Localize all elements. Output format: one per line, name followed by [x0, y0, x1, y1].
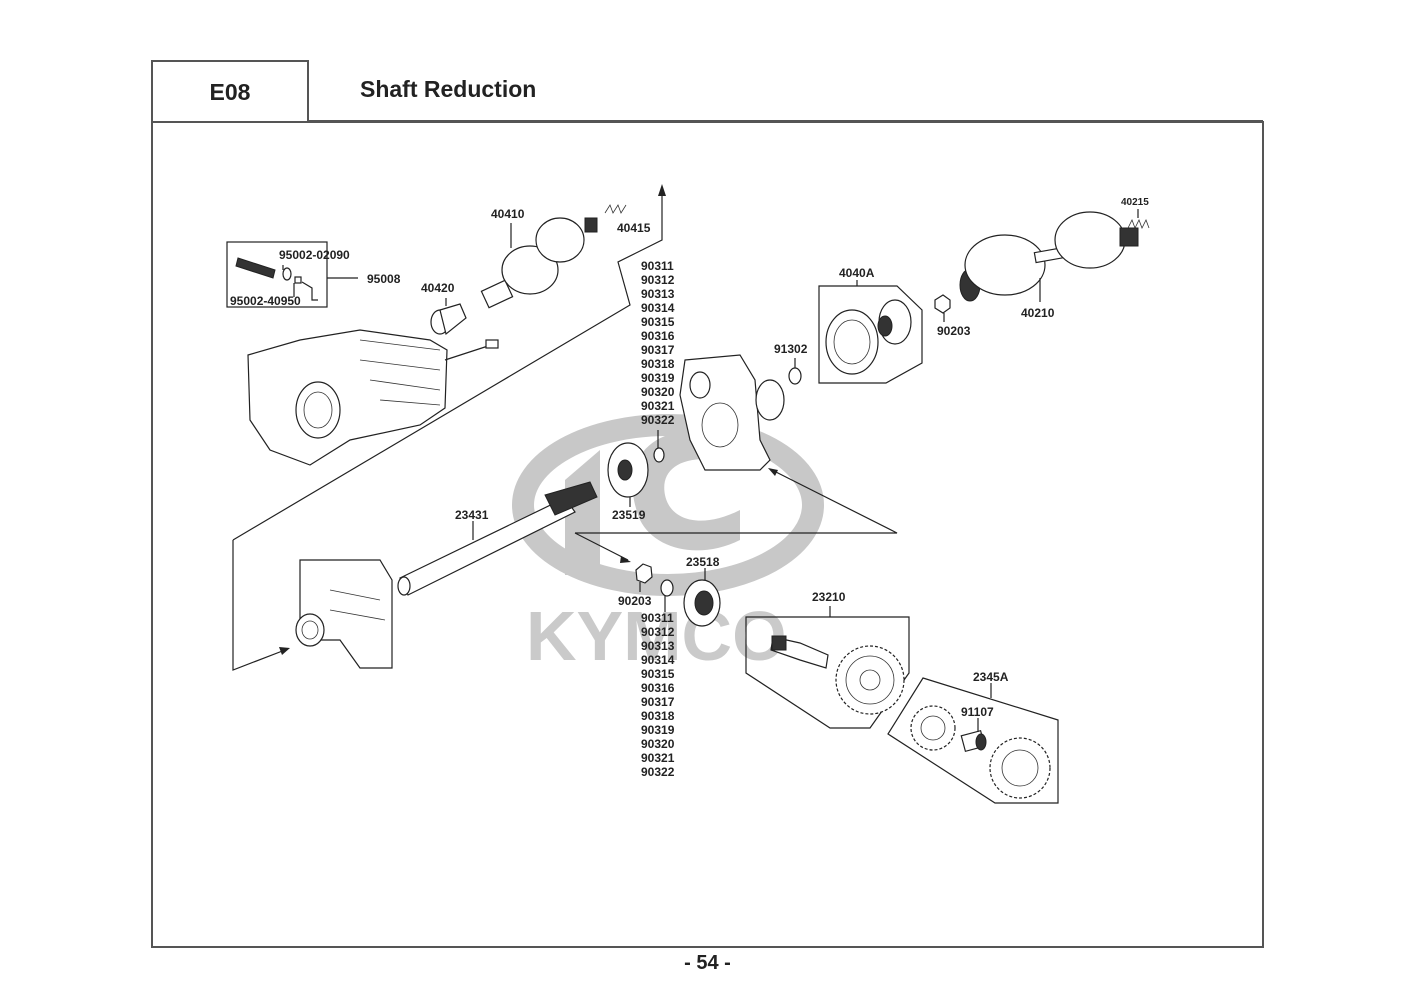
callout-95008: 95008 — [367, 272, 401, 286]
callout-91107: 91107 — [961, 705, 994, 719]
part-23518 — [683, 568, 721, 627]
callout-90203-lower: 90203 — [618, 594, 652, 608]
part-90203-lower — [635, 563, 653, 592]
reference-line-center — [575, 469, 898, 534]
reduction-housing-lower — [295, 559, 393, 669]
kit-box — [226, 241, 328, 308]
callout-40215: 40215 — [1121, 197, 1149, 208]
shim-code: 90322 — [641, 413, 675, 427]
callout-95002-40950: 95002-40950 — [230, 294, 301, 308]
arrow-up-icon — [658, 184, 666, 196]
shim-code: 90313 — [641, 639, 675, 653]
part-23519 — [607, 442, 649, 507]
boot-part — [235, 257, 276, 279]
part-40415 — [604, 204, 627, 214]
shim-code: 90317 — [641, 695, 675, 709]
shim-code: 90311 — [641, 611, 674, 625]
arrow-downright-icon — [620, 556, 631, 563]
reference-line-upper — [232, 188, 663, 541]
shim-code: 90317 — [641, 343, 675, 357]
kit-box — [745, 616, 910, 729]
kit-95008 — [226, 241, 358, 308]
part-40215 — [1127, 209, 1150, 229]
shim-code: 90312 — [641, 625, 675, 639]
callout-91302: 91302 — [774, 342, 808, 356]
part-40420 — [430, 298, 467, 336]
callout-40420: 40420 — [421, 281, 455, 295]
kit-2345A — [887, 677, 1059, 804]
callout-23518: 23518 — [686, 555, 720, 569]
watermark-k-stroke — [565, 450, 600, 575]
transmission-assembly — [247, 329, 499, 466]
arrow-upleft-icon — [768, 468, 778, 476]
kit-4040A — [818, 280, 923, 384]
kit-box — [887, 677, 1059, 804]
shim-code: 90320 — [641, 737, 675, 751]
section-title: Shaft Reduction — [360, 76, 537, 102]
part-91302 — [788, 358, 802, 385]
shim-code: 90321 — [641, 751, 675, 765]
shim-code: 90319 — [641, 723, 675, 737]
shim-code: 90322 — [641, 765, 675, 779]
callout-23210: 23210 — [812, 590, 846, 604]
shim-code: 90318 — [641, 357, 675, 371]
shim-code: 90316 — [641, 681, 675, 695]
shim-code: 90315 — [641, 315, 675, 329]
section-code-cell: E08 — [151, 60, 309, 122]
shim-code: 90314 — [641, 301, 675, 315]
shim-ring-lower — [660, 579, 674, 597]
callout-95002-02090: 95002-02090 — [279, 248, 350, 262]
shim-code: 90314 — [641, 653, 675, 667]
shim-code: 90320 — [641, 385, 675, 399]
shim-code: 90315 — [641, 667, 675, 681]
part-40210 — [959, 211, 1139, 302]
callout-90203-upper: 90203 — [937, 324, 971, 338]
shim-code: 90312 — [641, 273, 675, 287]
callout-40410: 40410 — [491, 207, 525, 221]
shim-code: 90313 — [641, 287, 675, 301]
arrow-right-icon — [279, 647, 290, 655]
callout-4040A: 4040A — [839, 266, 875, 280]
page-number: - 54 - — [684, 952, 731, 974]
part-40410 — [480, 217, 598, 309]
section-code: E08 — [209, 78, 251, 105]
kit-box — [818, 285, 923, 384]
callout-23519: 23519 — [612, 508, 646, 522]
shim-code: 90311 — [641, 259, 674, 273]
shim-code: 90316 — [641, 329, 675, 343]
callout-2345A: 2345A — [973, 670, 1009, 684]
shim-list-upper: 90311 90312 90313 90314 90315 90316 9031… — [641, 259, 675, 427]
shim-code: 90321 — [641, 399, 675, 413]
shim-code: 90319 — [641, 371, 675, 385]
watermark-text: KYMCO — [526, 597, 787, 675]
callout-23431: 23431 — [455, 508, 489, 522]
reference-line-left — [232, 540, 286, 671]
shim-code: 90318 — [641, 709, 675, 723]
part-90203-upper — [934, 294, 951, 322]
reduction-cover-housing — [679, 354, 785, 471]
shim-list-lower: 90311 90312 90313 90314 90315 90316 9031… — [641, 611, 675, 779]
kit-23210 — [745, 606, 910, 729]
shim-ring-upper — [653, 447, 665, 463]
callout-40210: 40210 — [1021, 306, 1055, 320]
part-23431 — [397, 481, 598, 596]
callout-40415: 40415 — [617, 221, 651, 235]
